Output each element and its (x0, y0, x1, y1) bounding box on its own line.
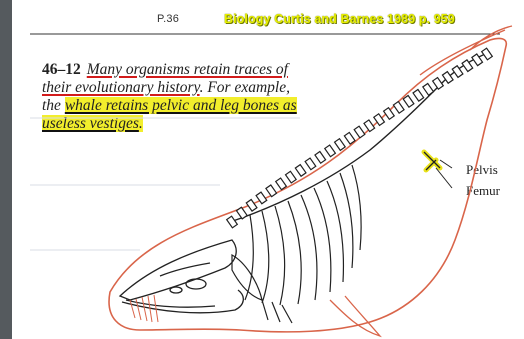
vertebra (344, 132, 355, 144)
vertebra (236, 207, 247, 219)
vertebra (433, 78, 444, 90)
vertebra (286, 171, 297, 183)
vertebra (295, 165, 306, 177)
vertebra (393, 102, 404, 114)
vertebra (335, 139, 346, 151)
page-ruling (30, 118, 300, 250)
femur-leader-line (436, 168, 452, 188)
vertebra (354, 126, 365, 138)
whale-ribs (245, 165, 361, 305)
vertebra (384, 108, 395, 120)
vertebra (325, 145, 336, 157)
vertebra (482, 48, 493, 60)
vestigial-pelvis-femur (424, 152, 440, 170)
vertebra (266, 185, 277, 197)
vertebra (276, 178, 287, 190)
vertebra (364, 120, 375, 132)
vertebra (413, 90, 424, 102)
vertebra (403, 96, 414, 108)
whale-skull (120, 240, 243, 313)
vertebra (315, 152, 326, 164)
vertebra (305, 158, 316, 170)
vertebra (423, 84, 434, 96)
vertebra (227, 216, 238, 228)
whale-flipper-outline (330, 296, 380, 336)
vertebra (246, 199, 257, 211)
